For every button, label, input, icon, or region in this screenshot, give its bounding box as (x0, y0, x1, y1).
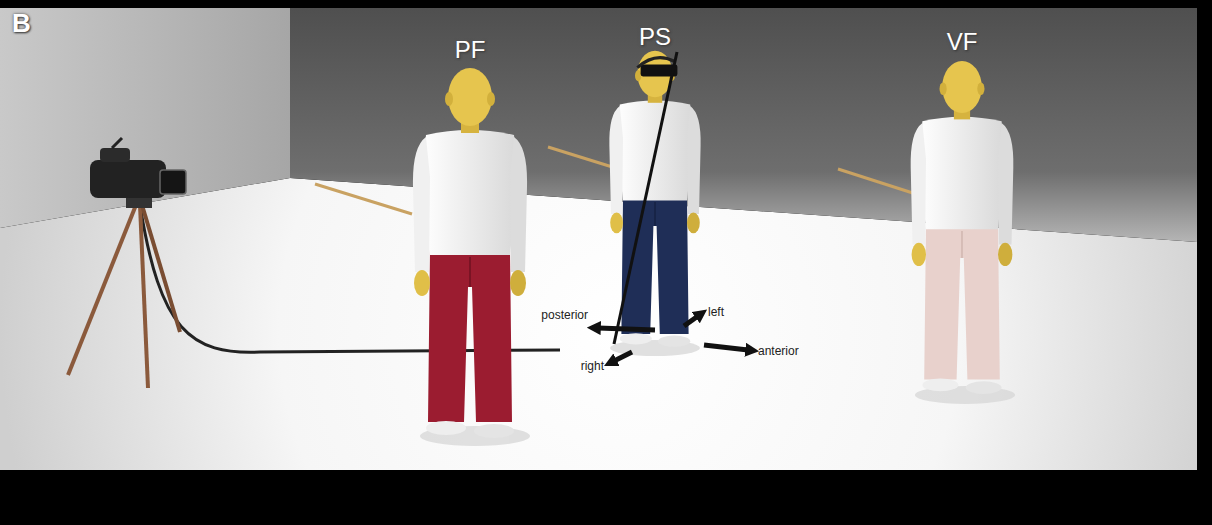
direction-label: right (581, 360, 604, 372)
physical-feedback-person (413, 68, 527, 438)
participant-person (609, 51, 700, 347)
left-wall (0, 8, 290, 228)
condition-label: PF (455, 38, 486, 62)
direction-label: left (708, 306, 724, 318)
direction-label: anterior (758, 345, 799, 357)
visual-feedback-person (911, 61, 1014, 394)
direction-arrows (598, 316, 748, 361)
direction-label: posterior (541, 309, 588, 321)
pole (614, 52, 677, 344)
panel-letter: B (12, 10, 31, 36)
condition-label: PS (639, 25, 671, 49)
condition-label: VF (947, 30, 978, 54)
